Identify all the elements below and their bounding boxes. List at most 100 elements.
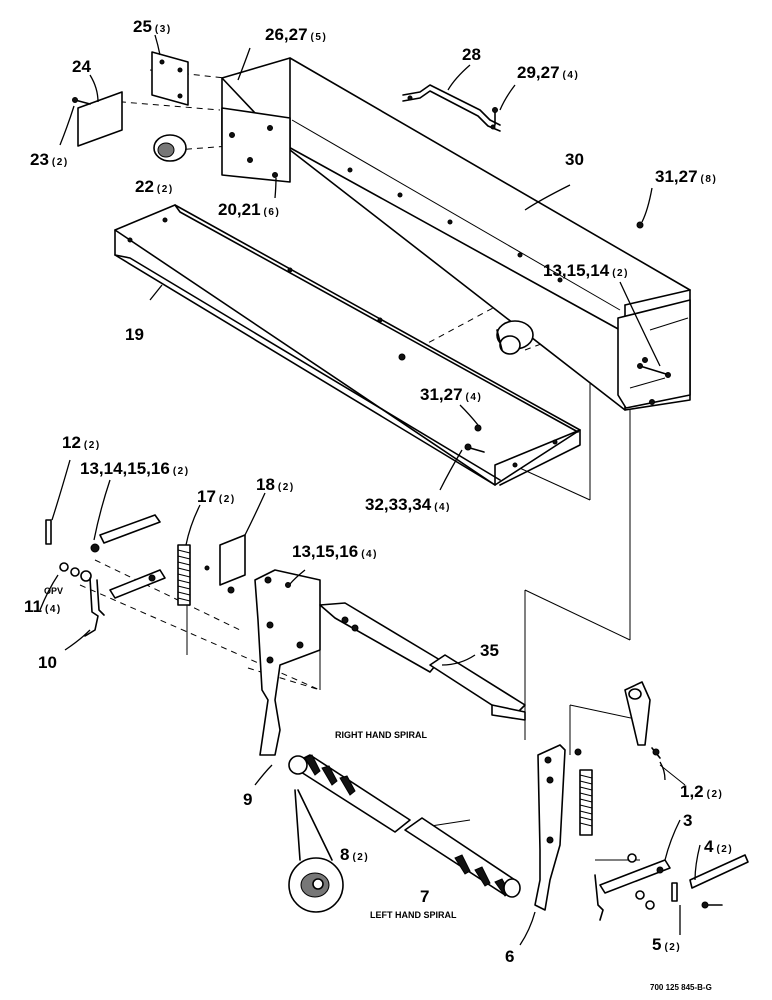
small-bolts bbox=[272, 172, 667, 453]
svg-text:31,27(8): 31,27(8) bbox=[655, 167, 717, 186]
svg-text:32,33,34(4): 32,33,34(4) bbox=[365, 495, 451, 514]
callout-17: 17(2) bbox=[197, 487, 236, 506]
svg-text:19: 19 bbox=[125, 325, 144, 344]
leader-arrows bbox=[39, 34, 701, 946]
callout-qty: (4) bbox=[466, 392, 483, 403]
callout-number: 20,21 bbox=[218, 200, 261, 219]
callout-19: 19 bbox=[125, 325, 144, 344]
callout-number: 8 bbox=[340, 845, 349, 864]
callout-qty: (2) bbox=[716, 844, 733, 855]
callout-number: 23 bbox=[30, 150, 49, 169]
svg-text:13,14,15,16(2): 13,14,15,16(2) bbox=[80, 459, 190, 478]
callout-number: 3 bbox=[683, 811, 692, 830]
callout-number: 13,15,16 bbox=[292, 542, 358, 561]
svg-text:1,2(2): 1,2(2) bbox=[680, 782, 723, 801]
callout-number: 5 bbox=[652, 935, 661, 954]
left-hand-spiral-label: LEFT HAND SPIRAL bbox=[370, 910, 457, 920]
svg-text:12(2): 12(2) bbox=[62, 433, 101, 452]
callout-qty: (4) bbox=[434, 502, 451, 513]
callout-13-14-15-16: 13,14,15,16(2) bbox=[80, 459, 190, 478]
callout-qty: (2) bbox=[219, 494, 236, 505]
right-hand-spiral-label: RIGHT HAND SPIRAL bbox=[335, 730, 428, 740]
callout-29-27: 29,27(4) bbox=[517, 63, 579, 82]
callout-number: 10 bbox=[38, 653, 57, 672]
callout-30: 30 bbox=[565, 150, 584, 169]
pin-12 bbox=[45, 519, 52, 545]
callout-18: 18(2) bbox=[256, 475, 295, 494]
callout-number: 28 bbox=[462, 45, 481, 64]
callout-number: 13,14,15,16 bbox=[80, 459, 170, 478]
callout-number: 32,33,34 bbox=[365, 495, 432, 514]
bracket-25 bbox=[151, 51, 189, 106]
callout-10: 10 bbox=[38, 653, 57, 672]
svg-text:8(2): 8(2) bbox=[340, 845, 369, 864]
svg-text:24: 24 bbox=[72, 57, 91, 76]
callout-number: 26,27 bbox=[265, 25, 308, 44]
callout-number: 7 bbox=[420, 887, 429, 906]
svg-text:3: 3 bbox=[683, 811, 692, 830]
callout-number: 19 bbox=[125, 325, 144, 344]
callout-number: 31,27 bbox=[420, 385, 463, 404]
callout-1-2: 1,2(2) bbox=[680, 782, 723, 801]
bracket-1 bbox=[624, 681, 661, 759]
bracket-18 bbox=[204, 534, 246, 594]
svg-text:17(2): 17(2) bbox=[197, 487, 236, 506]
svg-text:29,27(4): 29,27(4) bbox=[517, 63, 579, 82]
callout-5: 5(2) bbox=[652, 935, 681, 954]
svg-text:18(2): 18(2) bbox=[256, 475, 295, 494]
svg-text:13,15,16(4): 13,15,16(4) bbox=[292, 542, 378, 561]
callout-6: 6 bbox=[505, 947, 514, 966]
roller-22 bbox=[153, 134, 187, 162]
bolts-5 bbox=[627, 853, 723, 910]
side-plate-6 bbox=[534, 744, 582, 911]
link-arms-upper bbox=[90, 514, 166, 599]
callout-22: 22(2) bbox=[135, 177, 174, 196]
callout-number: 35 bbox=[480, 641, 499, 660]
svg-text:5(2): 5(2) bbox=[652, 935, 681, 954]
callout-qty: (4) bbox=[361, 549, 378, 560]
svg-text:13,15,14(2): 13,15,14(2) bbox=[543, 261, 629, 280]
callout-23: 23(2) bbox=[30, 150, 69, 169]
washers-11 bbox=[59, 562, 92, 582]
callout-number: 6 bbox=[505, 947, 514, 966]
callout-qty: (8) bbox=[701, 174, 718, 185]
callout-9: 9 bbox=[243, 790, 252, 809]
svg-text:10: 10 bbox=[38, 653, 57, 672]
callout-32-33-34: 32,33,34(4) bbox=[365, 495, 451, 514]
svg-text:26,27(5): 26,27(5) bbox=[265, 25, 327, 44]
callout-number: 12 bbox=[62, 433, 81, 452]
callout-number: 11 bbox=[24, 597, 42, 616]
housing-bearing bbox=[496, 320, 534, 355]
callout-31-27-mid: 31,27(4) bbox=[420, 385, 482, 404]
svg-text:4(2): 4(2) bbox=[704, 837, 733, 856]
callout-31-27-top: 31,27(8) bbox=[655, 167, 717, 186]
callout-qty: (4) bbox=[45, 604, 62, 615]
spring-right bbox=[579, 769, 593, 836]
callout-number: 29,27 bbox=[517, 63, 560, 82]
callout-number: 9 bbox=[243, 790, 252, 809]
side-plate-9 bbox=[254, 569, 321, 756]
callout-number: 4 bbox=[704, 837, 714, 856]
callout-11: 11(4) bbox=[24, 597, 62, 616]
callout-26-27: 26,27(5) bbox=[265, 25, 327, 44]
callout-number: 13,15,14 bbox=[543, 261, 610, 280]
svg-text:31,27(4): 31,27(4) bbox=[420, 385, 482, 404]
callout-8: 8(2) bbox=[340, 845, 369, 864]
spring-17 bbox=[177, 544, 191, 606]
callout-25: 25(3) bbox=[133, 17, 170, 36]
callout-qty: (2) bbox=[664, 942, 681, 953]
callout-qty: (4) bbox=[563, 70, 580, 81]
callout-28: 28 bbox=[462, 45, 481, 64]
callout-12: 12(2) bbox=[62, 433, 101, 452]
arm-4 bbox=[689, 854, 749, 889]
callout-qty: (2) bbox=[52, 157, 69, 168]
bolt-29 bbox=[492, 107, 498, 126]
svg-text:22(2): 22(2) bbox=[135, 177, 174, 196]
callout-number: 1,2 bbox=[680, 782, 704, 801]
svg-text:11(4): 11(4) bbox=[24, 597, 62, 616]
link-3 bbox=[594, 859, 671, 921]
callout-24: 24 bbox=[72, 57, 91, 76]
svg-text:9: 9 bbox=[243, 790, 252, 809]
svg-text:23(2): 23(2) bbox=[30, 150, 69, 169]
